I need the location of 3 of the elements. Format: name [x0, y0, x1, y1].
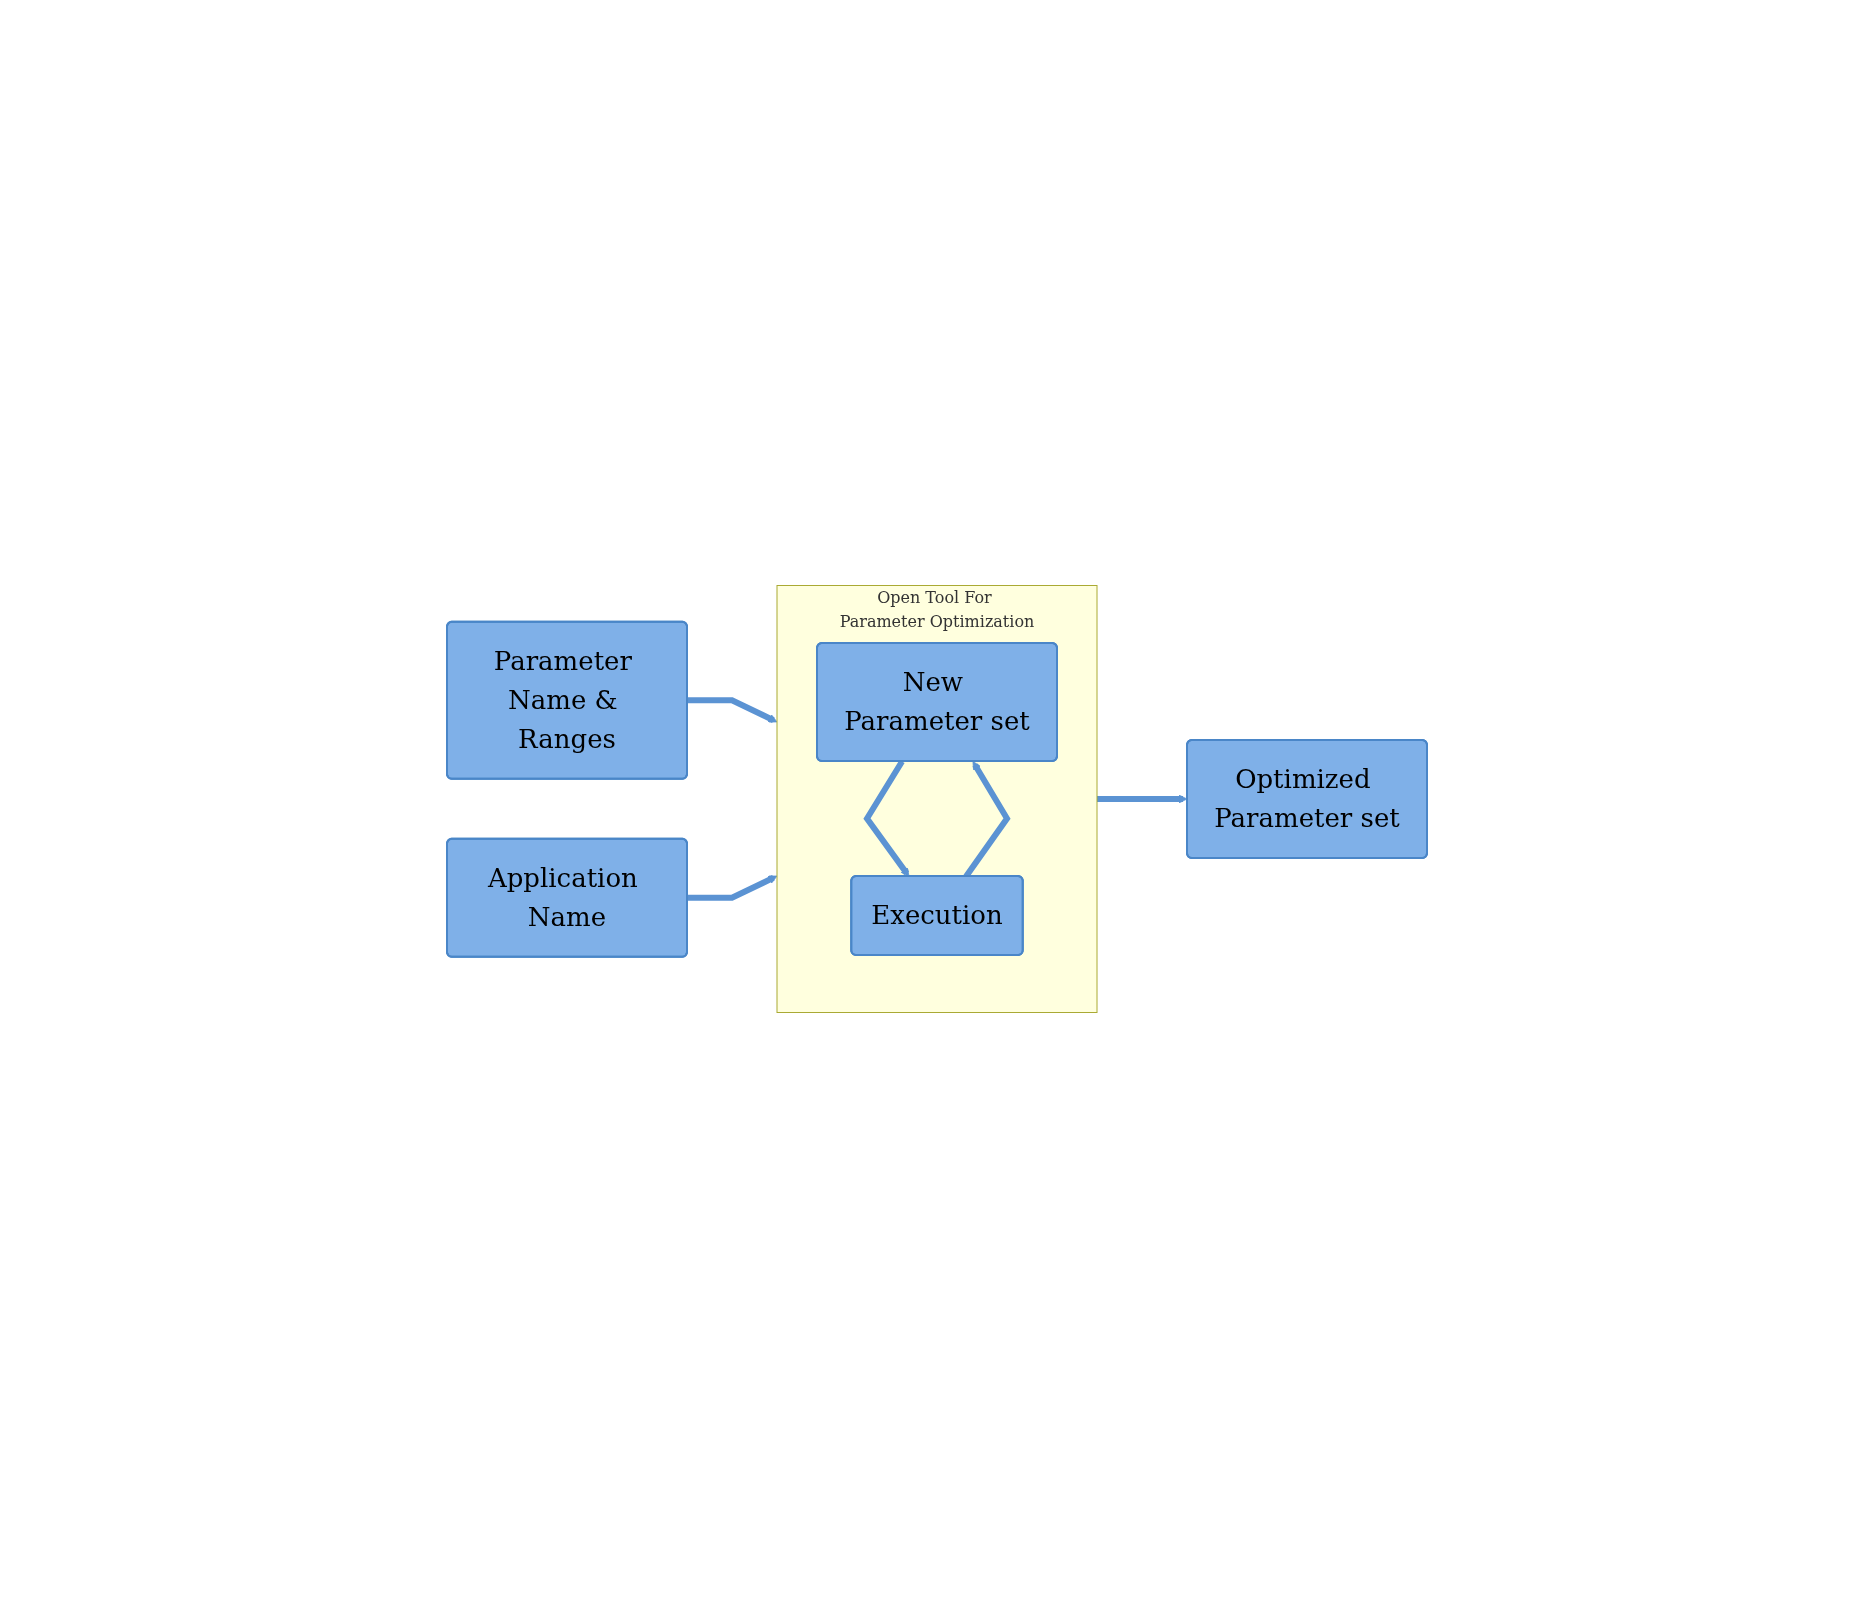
arrow — [687, 875, 778, 901]
arrow — [687, 697, 778, 723]
arrow — [1097, 794, 1188, 804]
